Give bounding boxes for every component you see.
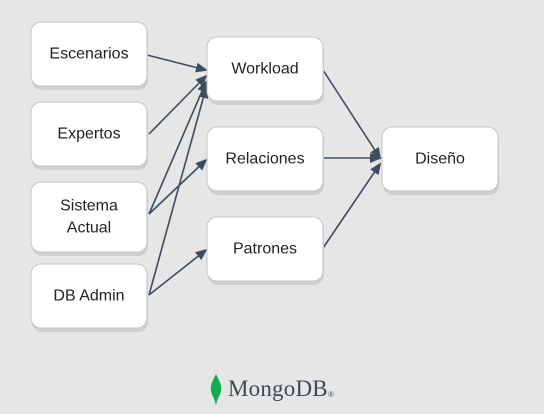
node-label-sistema-actual-2: Actual [67, 220, 111, 237]
node-box [206, 216, 324, 282]
node-workload: Workload [206, 36, 324, 105]
edge-escenarios-to-workload [146, 54, 208, 73]
edge-sistema-actual-to-workload [148, 80, 207, 215]
node-label-workload: Workload [231, 61, 298, 78]
node-box [30, 101, 148, 167]
edge-db-admin-to-patrones [148, 248, 208, 296]
node-diseno: Diseño [381, 126, 499, 195]
edge-expertos-to-workload [148, 74, 208, 135]
mongodb-logo: MongoDB® [210, 374, 334, 404]
node-patrones: Patrones [206, 216, 324, 285]
node-label-expertos: Expertos [57, 126, 120, 143]
node-label-diseno: Diseño [415, 151, 465, 168]
node-box [30, 263, 148, 329]
registered-mark: ® [327, 390, 335, 399]
node-relaciones: Relaciones [206, 126, 324, 195]
node-expertos: Expertos [30, 101, 148, 170]
leaf-icon [210, 374, 222, 404]
node-escenarios: Escenarios [30, 21, 148, 90]
edge-patrones-to-diseno [322, 162, 382, 249]
node-box [30, 181, 148, 253]
edge-db-admin-to-workload [148, 86, 209, 296]
logo-text: MongoDB® [228, 376, 334, 402]
node-box [206, 36, 324, 102]
node-box [30, 21, 148, 87]
logo-wordmark: MongoDB [228, 376, 328, 401]
node-label-escenarios: Escenarios [49, 46, 128, 63]
edge-sistema-actual-to-relaciones [148, 158, 208, 215]
node-label-relaciones: Relaciones [225, 151, 304, 168]
edge-workload-to-diseno [322, 69, 382, 160]
node-label-sistema-actual-1: Sistema [60, 198, 118, 215]
edges [146, 54, 382, 296]
node-label-patrones: Patrones [233, 241, 297, 258]
node-box [381, 126, 499, 192]
node-label-db-admin: DB Admin [53, 288, 124, 305]
node-box [206, 126, 324, 192]
node-db-admin: DB Admin [30, 263, 148, 332]
